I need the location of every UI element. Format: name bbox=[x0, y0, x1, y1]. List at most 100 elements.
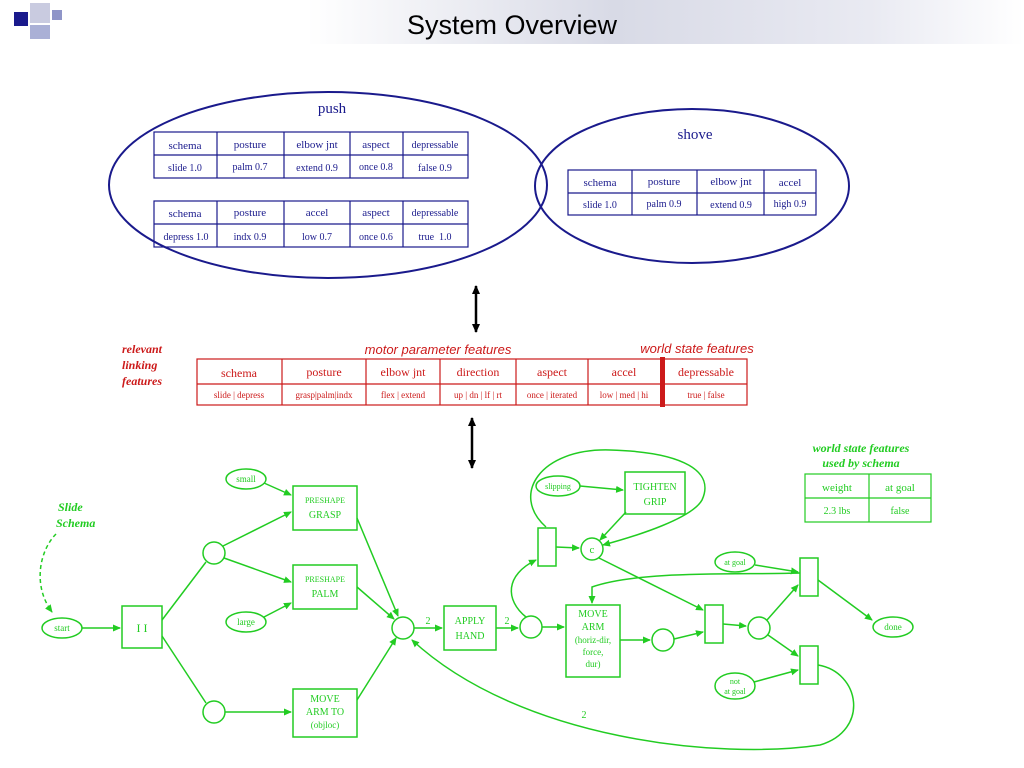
linking-header: depressable bbox=[678, 365, 734, 379]
linking-value: low | med | hi bbox=[600, 390, 649, 400]
push-t1-header: posture bbox=[234, 139, 267, 151]
push-t1-value: extend 0.9 bbox=[296, 163, 338, 174]
node-ii bbox=[121, 605, 163, 649]
shove-value: extend 0.9 bbox=[710, 200, 752, 211]
edge bbox=[222, 511, 292, 547]
shove-header: accel bbox=[779, 177, 802, 189]
edge bbox=[161, 635, 207, 704]
linking-value: grasp|palm|indx bbox=[295, 390, 353, 400]
shove-header: posture bbox=[648, 176, 681, 188]
push-t1-value: slide 1.0 bbox=[168, 163, 202, 174]
node-small bbox=[225, 468, 267, 490]
header-square-small bbox=[52, 10, 62, 20]
push-t1-value: once 0.8 bbox=[359, 162, 393, 173]
label-move-arm: dur) bbox=[586, 659, 601, 669]
push-t2-header: accel bbox=[306, 207, 329, 219]
linking-header: direction bbox=[457, 365, 500, 379]
edge bbox=[510, 559, 537, 618]
shove-group: shove schema posture elbow jnt accel sli… bbox=[534, 108, 850, 264]
push-t2-header: depressable bbox=[412, 208, 459, 219]
label-tighten-grip: GRIP bbox=[644, 497, 667, 508]
header-square-large bbox=[14, 12, 28, 26]
label-not-at-goal: not bbox=[730, 677, 741, 686]
label-move-arm-to: MOVE bbox=[310, 694, 339, 705]
edge bbox=[555, 544, 580, 552]
node-move-arm bbox=[565, 604, 621, 678]
push-label: push bbox=[318, 101, 347, 117]
world-used-value: 2.3 lbs bbox=[824, 506, 851, 517]
linking-value: up | dn | lf | rt bbox=[454, 390, 502, 400]
edge bbox=[598, 557, 704, 611]
edge bbox=[817, 579, 873, 621]
push-t2-value: indx 0.9 bbox=[234, 232, 267, 243]
push-table-2 bbox=[153, 200, 469, 248]
relevant-label-line: linking bbox=[122, 358, 157, 372]
shove-value: high 0.9 bbox=[774, 199, 807, 210]
edge bbox=[767, 634, 799, 657]
label-move-arm: (horiz-dir, bbox=[575, 635, 611, 645]
world-used-value: false bbox=[891, 506, 910, 517]
push-t2-header: posture bbox=[234, 207, 267, 219]
edge bbox=[673, 630, 704, 640]
world-used-label: used by schema bbox=[822, 456, 899, 470]
label-start: start bbox=[54, 623, 70, 633]
edge bbox=[766, 584, 799, 621]
node-c bbox=[580, 537, 604, 561]
edge bbox=[754, 564, 799, 575]
label-large: large bbox=[237, 617, 255, 627]
linking-header: posture bbox=[306, 365, 341, 379]
label-at-goal: at goal bbox=[724, 558, 746, 567]
label-move-arm: MOVE bbox=[578, 609, 607, 620]
node-after-sync bbox=[747, 616, 771, 640]
node-split-upper bbox=[202, 541, 226, 565]
edge bbox=[356, 637, 397, 701]
linking-value: slide | depress bbox=[214, 390, 265, 400]
label-small: small bbox=[236, 474, 256, 484]
linking-header: schema bbox=[221, 366, 258, 380]
label-done: done bbox=[884, 622, 902, 632]
linking-header: accel bbox=[612, 365, 637, 379]
world-state-label: world state features bbox=[640, 341, 754, 356]
label-ii: I I bbox=[137, 621, 148, 635]
node-sync-c bbox=[537, 527, 557, 567]
edge bbox=[161, 561, 207, 621]
shove-header: elbow jnt bbox=[710, 176, 751, 188]
push-t1-header: elbow jnt bbox=[296, 139, 337, 151]
label-c: c bbox=[590, 544, 595, 556]
edge bbox=[223, 557, 292, 583]
slide-schema-label: Schema bbox=[56, 516, 95, 530]
linking-header: elbow jnt bbox=[381, 365, 427, 379]
page-title: System Overview bbox=[406, 10, 618, 40]
node-tighten-grip bbox=[624, 471, 686, 515]
node-preshape-palm bbox=[292, 564, 358, 610]
node-join bbox=[391, 616, 415, 640]
header-square-light bbox=[30, 3, 50, 23]
label-apply-hand: HAND bbox=[456, 631, 485, 642]
push-t2-value: once 0.6 bbox=[359, 232, 393, 243]
world-used-header: weight bbox=[822, 482, 852, 494]
header-bar bbox=[0, 0, 1024, 44]
node-done bbox=[872, 616, 914, 638]
edge bbox=[263, 482, 292, 496]
label-preshape-palm: PRESHAPE bbox=[305, 575, 345, 584]
label-move-arm-to: ARM TO bbox=[306, 707, 344, 718]
linking-table bbox=[196, 358, 748, 406]
node-move-arm-to bbox=[292, 688, 358, 738]
slide-schema-label: Slide bbox=[58, 500, 83, 514]
linking-value: once | iterated bbox=[527, 390, 578, 400]
linking-value: flex | extend bbox=[381, 390, 426, 400]
world-used-header: at goal bbox=[885, 482, 915, 494]
push-t1-value: palm 0.7 bbox=[233, 162, 268, 173]
shove-table bbox=[567, 169, 817, 216]
edge-label-2: 2 bbox=[582, 710, 587, 721]
label-preshape-palm: PALM bbox=[312, 589, 339, 600]
node-sync-done bbox=[799, 557, 819, 597]
slide-schema-group: Slide Schema world state features used b… bbox=[39, 441, 932, 751]
edge bbox=[753, 668, 799, 683]
node-after-move bbox=[651, 628, 675, 652]
label-tighten-grip: TIGHTEN bbox=[633, 482, 676, 493]
label-slipping: slipping bbox=[545, 482, 571, 491]
node-large bbox=[225, 611, 267, 633]
node-preshape-grasp bbox=[292, 485, 358, 531]
linking-header: aspect bbox=[537, 365, 568, 379]
